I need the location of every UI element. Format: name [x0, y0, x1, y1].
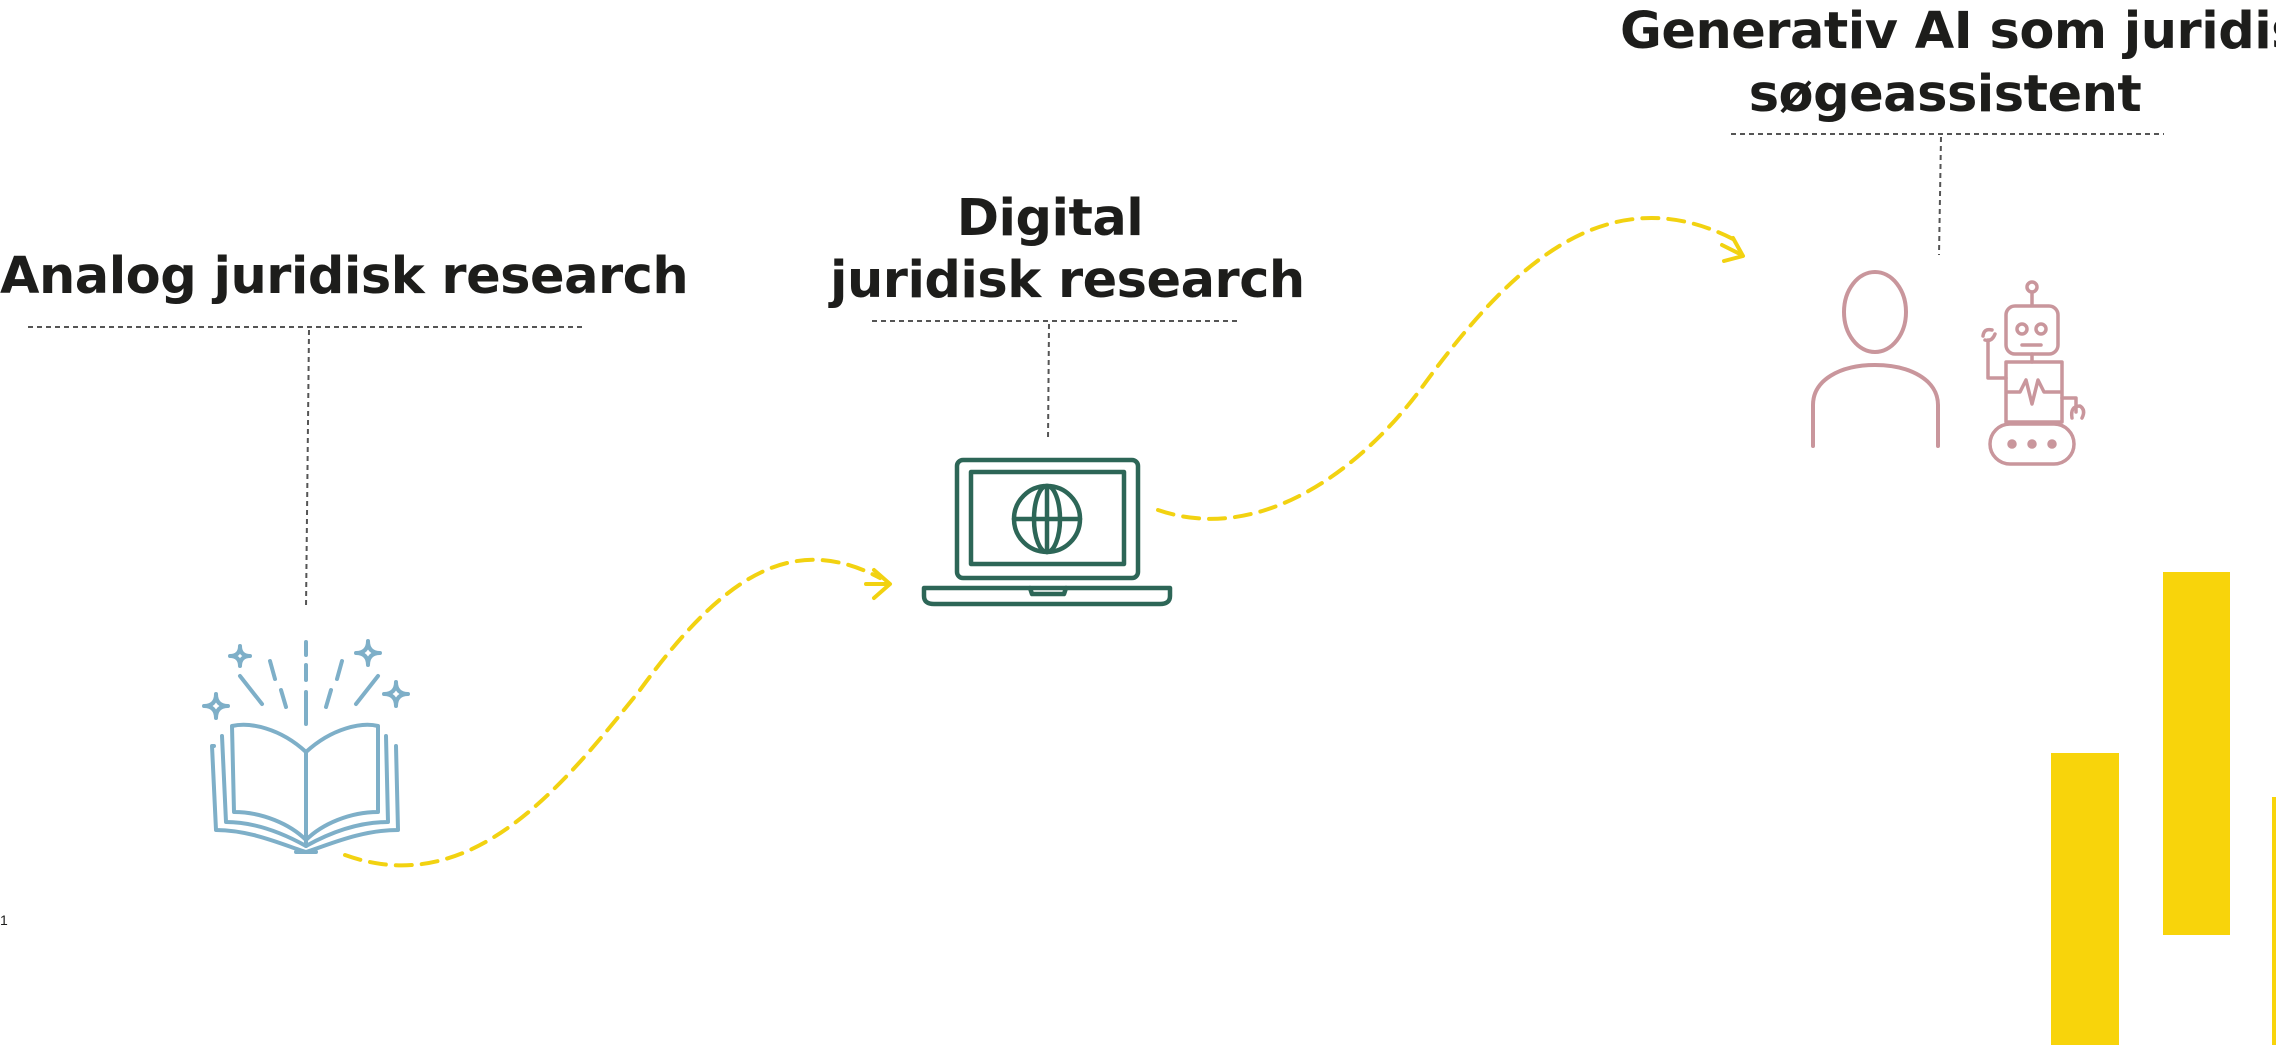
title-analog-research: Analog juridisk research: [0, 246, 689, 308]
title-digital-research: Digital juridisk research: [830, 188, 1305, 312]
decorative-bar-tall: [2163, 572, 2230, 935]
arrow-analog-to-digital: [343, 557, 882, 868]
decorative-bar-edge: [2272, 797, 2276, 1045]
title-analog-line1: Analog juridisk research: [0, 247, 689, 306]
open-book-icon: [202, 639, 410, 854]
decorative-bar-short: [2051, 753, 2119, 1045]
connector-genai: [1731, 133, 2164, 256]
arrow-head-genai: [1720, 236, 1745, 263]
arrow-head-digital: [864, 568, 892, 600]
title-genai-line1: Generativ AI som juridisk: [1620, 2, 2276, 61]
title-genai-line2: søgeassistent: [1748, 65, 2142, 125]
title-digital-line2: juridisk research: [830, 251, 1305, 311]
laptop-globe-icon: [921, 457, 1173, 607]
connector-analog: [28, 326, 585, 609]
person-icon: [1811, 270, 1940, 448]
robot-icon: [1981, 280, 2086, 466]
title-generative-ai: Generativ AI som juridisk søgeassistent: [1620, 0, 2276, 126]
arrow-digital-to-genai: [1156, 216, 1737, 521]
decorative-bars: [2051, 572, 2276, 1045]
page-number: 1: [0, 912, 8, 928]
title-digital-line1: Digital: [956, 189, 1144, 248]
connector-digital: [872, 320, 1238, 441]
